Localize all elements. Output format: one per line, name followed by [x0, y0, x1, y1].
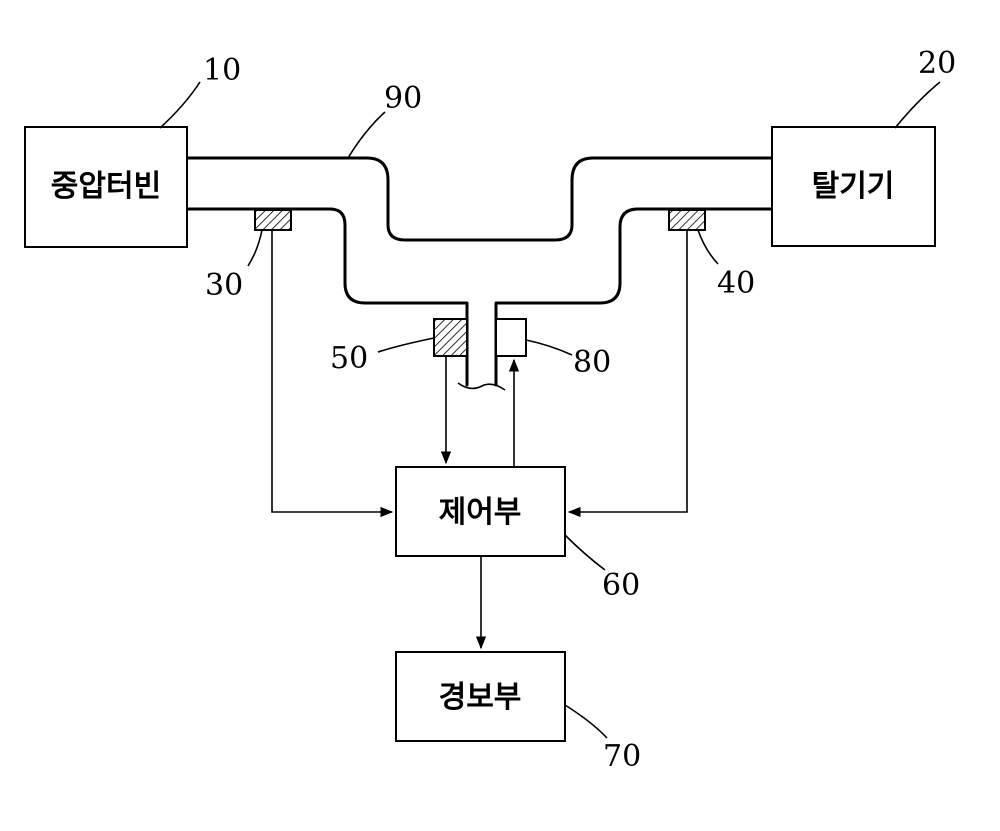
- leader-10: [160, 82, 200, 128]
- sensor-50: [434, 319, 467, 356]
- leader-70: [565, 705, 607, 738]
- leader-80: [526, 340, 572, 355]
- controller-block: 제어부: [396, 467, 565, 556]
- alarm-label: 경보부: [439, 680, 522, 715]
- ref-20: 20: [918, 46, 956, 81]
- ref-60: 60: [602, 568, 640, 603]
- pipe-90: [187, 158, 772, 390]
- leader-90: [348, 112, 385, 158]
- ref-40: 40: [717, 266, 755, 301]
- ref-70: 70: [603, 739, 641, 774]
- turbine-block: 중압터빈: [25, 127, 187, 247]
- controller-label: 제어부: [439, 495, 522, 530]
- deaerator-label: 탈기기: [812, 169, 895, 204]
- ref-50: 50: [330, 341, 368, 376]
- ref-80: 80: [573, 345, 611, 380]
- pipe-break-mark: [458, 383, 505, 390]
- ref-90: 90: [384, 81, 422, 116]
- leader-40: [698, 230, 718, 264]
- deaerator-block: 탈기기: [772, 127, 935, 246]
- actuator-80: [496, 319, 526, 356]
- sensor-40: [669, 210, 705, 230]
- leader-20: [895, 82, 940, 128]
- ref-30: 30: [205, 268, 243, 303]
- leader-30: [248, 230, 262, 266]
- ref-10: 10: [203, 53, 241, 88]
- leader-60: [565, 535, 605, 570]
- leader-50: [378, 338, 434, 352]
- alarm-block: 경보부: [396, 652, 565, 741]
- turbine-label: 중압터빈: [51, 169, 161, 204]
- sensor-30: [255, 210, 291, 230]
